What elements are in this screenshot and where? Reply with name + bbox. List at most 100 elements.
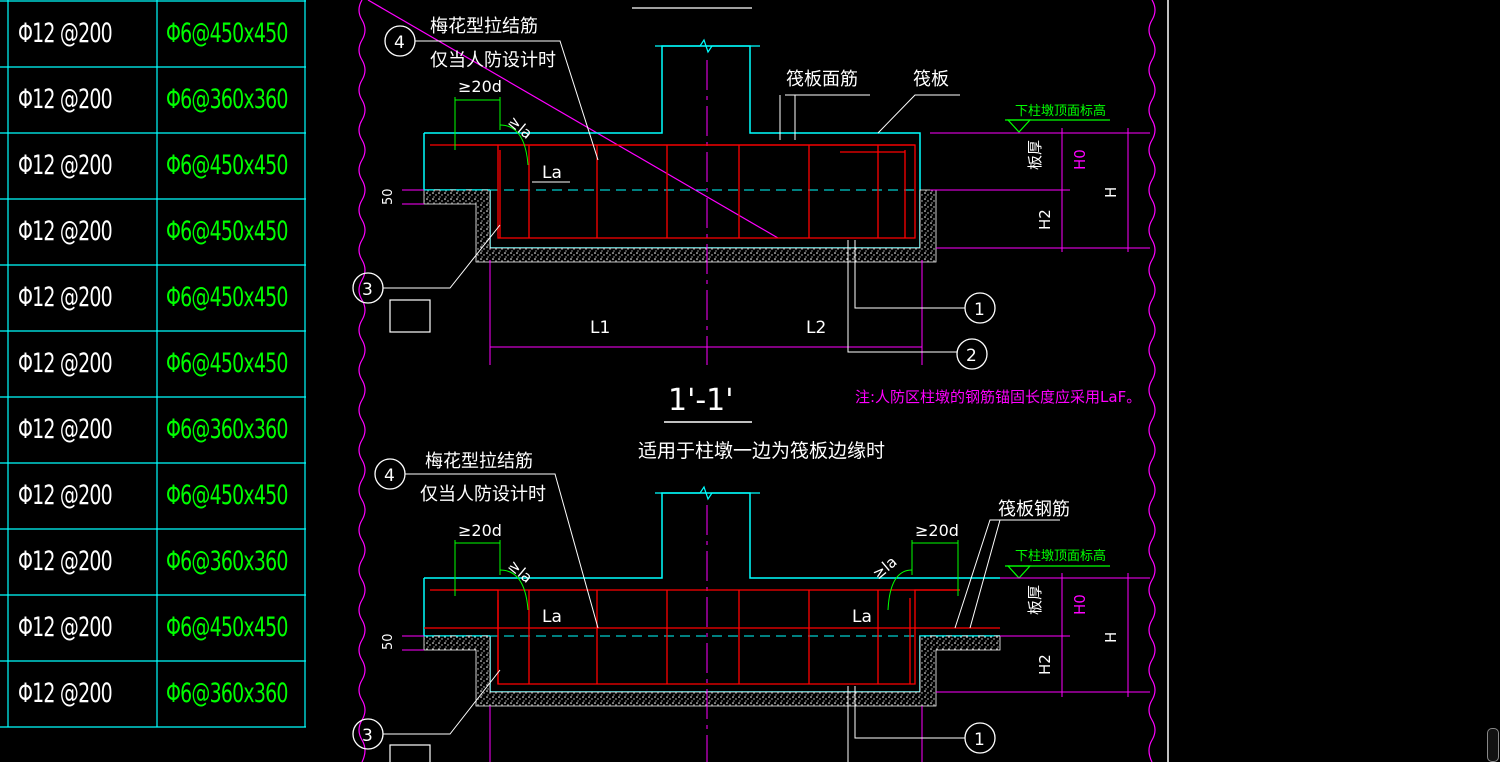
section-1-detail: ≥20d ≥la La 50 4 梅花型拉结筋 仅当人防设计时 筏板面筋 筏板 … bbox=[352, 0, 1150, 370]
h-1: H bbox=[1102, 187, 1120, 198]
bar-spec-cell: Φ12 @200 bbox=[18, 348, 113, 379]
bar-spec-cell: Φ12 @200 bbox=[18, 216, 113, 247]
label-50-1: 50 bbox=[381, 188, 396, 205]
raft-bar-leader-2 bbox=[969, 519, 1001, 629]
marker-3-leader-2 bbox=[383, 669, 501, 735]
marker-3-2: 3 bbox=[362, 726, 373, 746]
marker-4-leader bbox=[415, 40, 599, 161]
diagonal-line bbox=[367, 0, 779, 239]
tie-spec-cell: Φ6@360x360 bbox=[166, 414, 288, 445]
raft-thickness-1: 板厚 bbox=[1026, 140, 1044, 170]
marker-1-1: 1 bbox=[974, 300, 985, 320]
bar-spec-cell: Φ12 @200 bbox=[18, 480, 113, 511]
scrollbar-handle[interactable] bbox=[1487, 728, 1499, 762]
label-50-2: 50 bbox=[381, 633, 396, 650]
marker-1-leader-2 bbox=[854, 686, 965, 739]
label-20d-2-left: ≥20d bbox=[458, 521, 502, 540]
label-20d-1: ≥20d bbox=[458, 77, 502, 96]
dim-bottom-1 bbox=[489, 260, 923, 365]
table-row: Φ12 @200 Φ6@360x360 bbox=[0, 661, 306, 727]
rebar-group bbox=[430, 144, 916, 239]
small-box bbox=[389, 299, 431, 333]
label-la-2-left: La bbox=[542, 607, 562, 627]
tie-spec-cell: Φ6@450x450 bbox=[166, 18, 288, 49]
label-la-2-right: La bbox=[852, 607, 872, 627]
label-20d-2-right: ≥20d bbox=[915, 521, 959, 540]
bar-spec-cell: Φ12 @200 bbox=[18, 414, 113, 445]
table-row: Φ12 @200 Φ6@450x450 bbox=[0, 1, 306, 67]
h0-2: H0 bbox=[1071, 594, 1089, 615]
bar-spec-cell: Φ12 @200 bbox=[18, 282, 113, 313]
pier-top-level-2: 下柱墩顶面标高 bbox=[1015, 548, 1106, 564]
tie-spec-cell: Φ6@360x360 bbox=[166, 84, 288, 115]
section-2-detail: ≥20d ≥20d ≥la ≥la La La 50 4 梅花型拉结筋 仅当人防… bbox=[352, 451, 1150, 762]
l2: L2 bbox=[806, 318, 826, 338]
table-row: Φ12 @200 Φ6@450x450 bbox=[0, 595, 306, 661]
section-subtitle: 适用于柱墩一边为筏板边缘时 bbox=[638, 440, 885, 462]
bar-spec-cell: Φ12 @200 bbox=[18, 546, 113, 577]
marker-1-leader bbox=[854, 240, 965, 309]
tie-spec-cell: Φ6@450x450 bbox=[166, 612, 288, 643]
raft-thickness-2: 板厚 bbox=[1026, 585, 1044, 615]
level-triangle bbox=[1006, 119, 1032, 133]
tie-spec-cell: Φ6@450x450 bbox=[166, 480, 288, 511]
marker-4-2: 4 bbox=[384, 466, 395, 486]
small-box-2 bbox=[389, 744, 431, 762]
tie-spec-cell: Φ6@360x360 bbox=[166, 678, 288, 709]
bar-spec-cell: Φ12 @200 bbox=[18, 612, 113, 643]
h2-2: H2 bbox=[1036, 654, 1054, 675]
raft-bar-leader-2 bbox=[954, 519, 1060, 629]
dim-right-2 bbox=[936, 573, 1150, 697]
break-line bbox=[358, 0, 366, 762]
marker-2-leader bbox=[847, 240, 957, 353]
column-break-2 bbox=[655, 485, 760, 501]
pier-outline bbox=[489, 190, 921, 249]
h0-1: H0 bbox=[1071, 149, 1089, 170]
pier-top-level-1: 下柱墩顶面标高 bbox=[1015, 103, 1106, 119]
h-2: H bbox=[1102, 632, 1120, 643]
cushion-layer-2 bbox=[423, 635, 1001, 707]
cushion-layer bbox=[423, 189, 937, 263]
tie-spec-cell: Φ6@450x450 bbox=[166, 282, 288, 313]
label-la-angle-1: ≥la bbox=[504, 112, 535, 142]
column-break bbox=[655, 38, 760, 54]
raft-label: 筏板 bbox=[913, 69, 949, 90]
tie-title-1: 梅花型拉结筋 bbox=[430, 16, 538, 37]
note-text: 注:人防区柱墩的钢筋锚固长度应采用LaF。 bbox=[855, 388, 1141, 406]
h2-1: H2 bbox=[1036, 209, 1054, 230]
table-row: Φ12 @200 Φ6@360x360 bbox=[0, 397, 306, 463]
marker-3-1: 3 bbox=[362, 280, 373, 300]
table-row: Φ12 @200 Φ6@450x450 bbox=[0, 463, 306, 529]
marker-2-1: 2 bbox=[966, 346, 977, 366]
raft-leader bbox=[877, 94, 960, 134]
marker-1-2: 1 bbox=[974, 730, 985, 750]
bar-spec-cell: Φ12 @200 bbox=[18, 84, 113, 115]
dim-20d-1 bbox=[454, 97, 529, 166]
dim-20d-2 bbox=[454, 540, 959, 611]
marker-4-leader-2 bbox=[405, 473, 599, 629]
level-triangle-2 bbox=[1006, 565, 1032, 579]
raft-bar-label-2: 筏板钢筋 bbox=[998, 499, 1070, 520]
bar-spec-cell: Φ12 @200 bbox=[18, 150, 113, 181]
table-row: Φ12 @200 Φ6@450x450 bbox=[0, 331, 306, 397]
raft-top-bar-label: 筏板面筋 bbox=[786, 69, 858, 90]
table-row: Φ12 @200 Φ6@360x360 bbox=[0, 529, 306, 595]
table-row: Φ12 @200 Φ6@360x360 bbox=[0, 67, 306, 133]
tie-title-2: 梅花型拉结筋 bbox=[425, 451, 533, 472]
marker-2-circle bbox=[956, 338, 988, 370]
tie-spec-cell: Φ6@450x450 bbox=[166, 150, 288, 181]
marker-4-1: 4 bbox=[394, 33, 405, 53]
tie-spec-cell: Φ6@360x360 bbox=[166, 546, 288, 577]
bar-spec-cell: Φ12 @200 bbox=[18, 678, 113, 709]
break-line-right bbox=[1148, 0, 1156, 762]
l1: L1 bbox=[590, 318, 610, 338]
tie-note-2: 仅当人防设计时 bbox=[420, 484, 546, 505]
dim-right-1 bbox=[930, 128, 1150, 252]
table-grid bbox=[0, 0, 306, 728]
bar-spec-cell: Φ12 @200 bbox=[18, 18, 113, 49]
section-label: 1'-1' bbox=[668, 383, 734, 418]
tie-spec-cell: Φ6@450x450 bbox=[166, 348, 288, 379]
